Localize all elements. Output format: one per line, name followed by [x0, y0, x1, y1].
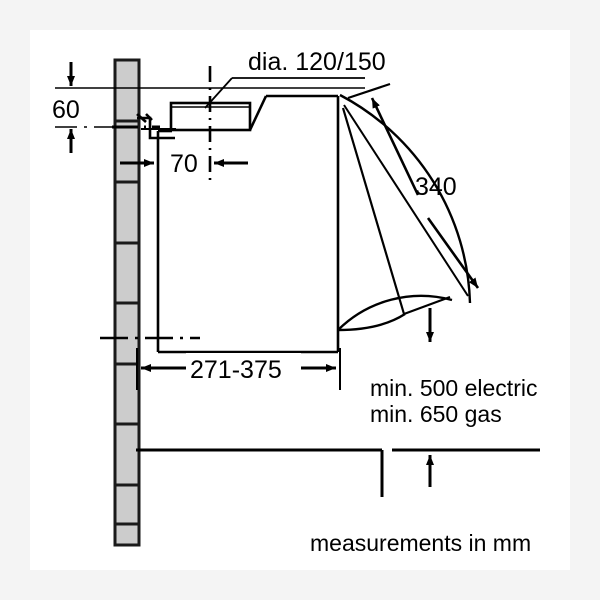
hood-bottom-sweep-arc: [337, 312, 406, 332]
extraction-flap-swing-arc: [337, 82, 472, 331]
dimension-271-375-label: 271-375: [190, 356, 282, 384]
min-gas-label: min. 650 gas: [370, 401, 502, 427]
cooktop-surface: [136, 448, 540, 497]
masonry-wall: [113, 58, 141, 547]
duct-diameter-label: dia. 120/150: [248, 48, 386, 76]
cooker-hood-body: [156, 94, 340, 354]
min-electric-label: min. 500 electric: [370, 375, 537, 401]
units-note-label: measurements in mm: [310, 530, 531, 556]
clearance-notes: min. 500 electric min. 650 gas: [370, 375, 537, 427]
dimension-60-label: 60: [52, 96, 80, 124]
duct-diameter-leader: dia. 120/150: [204, 48, 386, 109]
wall-mounting-bracket: [136, 113, 176, 140]
dimension-271-375: 271-375: [136, 348, 341, 390]
dimension-60: 60: [52, 62, 80, 153]
dimension-340-label: 340: [415, 173, 457, 201]
reference-lines: [55, 87, 365, 340]
dimension-70-label: 70: [170, 150, 198, 178]
dimension-70: 70: [120, 143, 248, 178]
dimension-340: 340: [370, 97, 480, 289]
